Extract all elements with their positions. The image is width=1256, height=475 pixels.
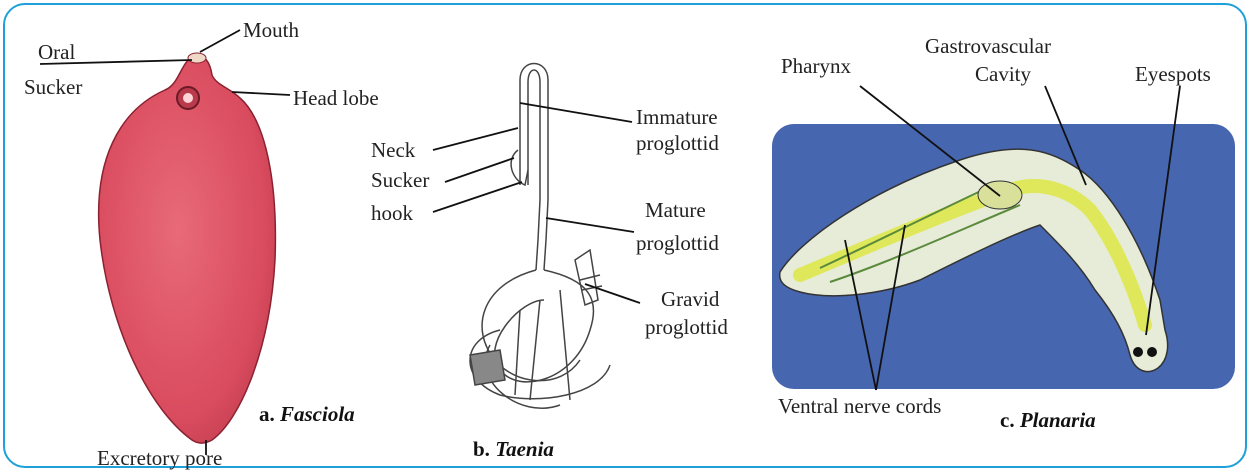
label-gastrovascular: Gastrovascular <box>925 34 1051 58</box>
label-eyespots: Eyespots <box>1135 62 1211 86</box>
label-head-lobe: Head lobe <box>293 86 379 110</box>
label-neck: Neck <box>371 138 415 162</box>
label-immature-1: Immature <box>636 105 718 129</box>
label-pharynx: Pharynx <box>781 54 851 78</box>
label-cavity: Cavity <box>975 62 1031 86</box>
taenia-pointers <box>433 103 640 303</box>
caption-taenia: b. Taenia <box>473 437 554 462</box>
label-gravid-1: Gravid <box>661 287 719 311</box>
fasciola-oral-sucker <box>188 53 206 63</box>
label-excretory-pore: Excretory pore <box>97 446 222 470</box>
label-ventral-nerve-cords: Ventral nerve cords <box>778 394 941 418</box>
label-mature-2: proglottid <box>636 231 719 255</box>
caption-fasciola: a. Fasciola <box>259 402 355 427</box>
caption-planaria: c. Planaria <box>1000 408 1096 433</box>
fasciola-body <box>99 55 276 443</box>
label-mature-1: Mature <box>645 198 706 222</box>
label-oral: Oral <box>38 40 75 64</box>
label-sucker-fasciola: Sucker <box>24 75 82 99</box>
label-gravid-2: proglottid <box>645 315 728 339</box>
label-immature-2: proglottid <box>636 131 719 155</box>
label-sucker-taenia: Sucker <box>371 168 429 192</box>
label-mouth: Mouth <box>243 18 299 42</box>
fasciola-drawing <box>99 53 276 443</box>
label-hook: hook <box>371 201 413 225</box>
